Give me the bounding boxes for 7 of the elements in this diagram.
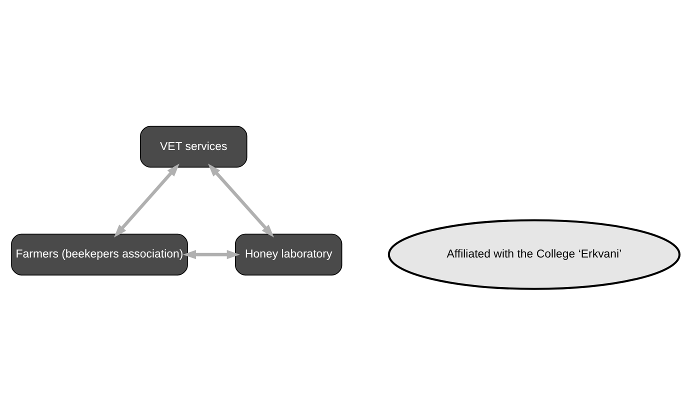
node-box: Farmers (beekepers association) — [11, 234, 188, 276]
node-box: VET services — [140, 126, 248, 168]
arrow — [182, 250, 240, 260]
node-ellipse: Affiliated with the College ‘Erkvani’ — [388, 219, 681, 290]
node-box: Honey laboratory — [235, 234, 342, 276]
arrow — [114, 164, 180, 238]
arrow — [208, 164, 274, 238]
